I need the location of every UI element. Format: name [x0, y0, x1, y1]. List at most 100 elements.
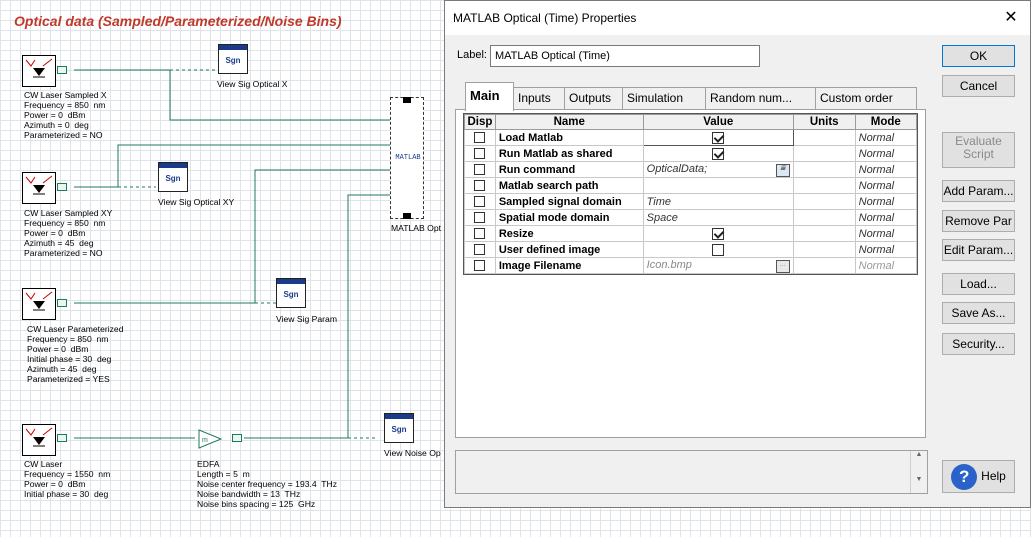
table-row[interactable]: Resize Normal	[464, 225, 918, 242]
cancel-button[interactable]: Cancel	[942, 75, 1015, 97]
param-mode[interactable]: Normal	[854, 193, 918, 210]
save-as-button[interactable]: Save As...	[942, 302, 1015, 324]
scroll-down-icon[interactable]: ▼	[915, 476, 923, 483]
table-row[interactable]: Matlab search path Normal	[464, 177, 918, 194]
disp-checkbox[interactable]	[474, 260, 486, 272]
ok-button[interactable]: OK	[942, 45, 1015, 67]
tab-outputs[interactable]: Outputs	[564, 87, 623, 109]
block-handle[interactable]	[403, 213, 411, 219]
visualizer-optical-xy[interactable]: Sgn	[158, 162, 188, 192]
param-units	[792, 145, 856, 162]
disp-checkbox[interactable]	[474, 212, 486, 224]
disp-checkbox[interactable]	[474, 196, 486, 208]
laser-icon	[25, 427, 53, 447]
help-button[interactable]: ?Help	[942, 460, 1015, 493]
laser-icon	[25, 291, 53, 311]
param-name: Run command	[494, 161, 644, 178]
table-row[interactable]: Image Filename Icon.bmp... Normal	[464, 257, 918, 274]
parameter-table: Disp Name Value Units Mode Load Matlab N…	[464, 114, 918, 274]
block-handle[interactable]	[403, 97, 411, 103]
tab-main[interactable]: Main	[465, 82, 514, 111]
matlab-component-block[interactable]: MATLAB	[390, 97, 424, 219]
load-button[interactable]: Load...	[942, 273, 1015, 295]
disp-checkbox[interactable]	[474, 244, 486, 256]
param-name: Load Matlab	[494, 129, 644, 146]
disp-checkbox[interactable]	[474, 180, 486, 192]
laser-sampled-x[interactable]	[22, 55, 56, 87]
description-box: ▲ ▼	[455, 450, 928, 494]
add-param-button[interactable]: Add Param...	[942, 180, 1015, 202]
param-mode[interactable]: Normal	[854, 209, 918, 226]
value-checkbox-checked[interactable]	[712, 131, 725, 144]
visualizer-optical-x[interactable]: Sgn	[218, 44, 248, 74]
parameter-grid[interactable]: Disp Name Value Units Mode Load Matlab N…	[463, 113, 918, 275]
param-value-cell[interactable]	[642, 177, 794, 194]
param-value-cell[interactable]	[642, 129, 794, 146]
laser-sampled-xy[interactable]	[22, 172, 56, 204]
laser-parameterized[interactable]	[22, 288, 56, 320]
table-row[interactable]: Load Matlab Normal	[464, 129, 918, 146]
table-row[interactable]: Run Matlab as shared Normal	[464, 145, 918, 162]
tab-simulation[interactable]: Simulation	[622, 87, 706, 109]
output-port[interactable]	[232, 434, 242, 442]
tab-inputs[interactable]: Inputs	[513, 87, 565, 109]
laser-cw-label: CW Laser Frequency = 1550 nm Power = 0 d…	[24, 459, 111, 499]
close-icon[interactable]: ✕	[1004, 9, 1018, 26]
edit-list-icon[interactable]: ≣	[775, 163, 790, 177]
browse-button[interactable]: ...	[775, 259, 790, 273]
param-value-cell[interactable]: Time	[642, 193, 794, 210]
value-checkbox-checked[interactable]	[712, 227, 725, 240]
tab-random-num[interactable]: Random num...	[705, 87, 816, 109]
disp-checkbox[interactable]	[474, 148, 486, 160]
table-row[interactable]: Spatial mode domain Space Normal	[464, 209, 918, 226]
param-value-cell[interactable]	[642, 225, 794, 242]
param-value-cell[interactable]: OpticalData;≣	[642, 161, 794, 178]
param-value-cell[interactable]	[642, 241, 794, 258]
remove-param-button[interactable]: Remove Par	[942, 210, 1015, 232]
param-mode[interactable]: Normal	[854, 225, 918, 242]
param-mode[interactable]: Normal	[854, 161, 918, 178]
column-header-mode[interactable]: Mode	[854, 114, 918, 130]
param-name: User defined image	[494, 241, 644, 258]
param-mode[interactable]: Normal	[854, 177, 918, 194]
param-mode[interactable]: Normal	[854, 241, 918, 258]
value-checkbox-checked[interactable]	[712, 147, 725, 160]
laser-sampled-xy-label: CW Laser Sampled XY Frequency = 850 nm P…	[24, 208, 113, 258]
visualizer-param-label: View Sig Param	[276, 314, 337, 324]
laser-cw[interactable]	[22, 424, 56, 456]
dialog-titlebar[interactable]: MATLAB Optical (Time) Properties ✕	[445, 1, 1030, 35]
tab-custom-order[interactable]: Custom order	[815, 87, 917, 109]
column-header-name[interactable]: Name	[494, 114, 644, 130]
disp-checkbox[interactable]	[474, 132, 486, 144]
output-port[interactable]	[57, 299, 67, 307]
edit-param-button[interactable]: Edit Param...	[942, 239, 1015, 261]
column-header-disp[interactable]: Disp	[464, 114, 496, 130]
scrollbar[interactable]: ▲ ▼	[910, 451, 927, 493]
visualizer-param[interactable]: Sgn	[276, 278, 306, 308]
param-name: Run Matlab as shared	[494, 145, 644, 162]
param-value-text: Icon.bmp	[646, 258, 692, 271]
param-value-cell[interactable]	[642, 145, 794, 162]
column-header-units[interactable]: Units	[792, 114, 856, 130]
output-port[interactable]	[57, 183, 67, 191]
label-input[interactable]	[490, 45, 760, 67]
output-port[interactable]	[57, 434, 67, 442]
param-mode[interactable]: Normal	[854, 129, 918, 146]
security-button[interactable]: Security...	[942, 333, 1015, 355]
table-row[interactable]: Run command OpticalData;≣ Normal	[464, 161, 918, 178]
table-row[interactable]: User defined image Normal	[464, 241, 918, 258]
param-mode[interactable]: Normal	[854, 145, 918, 162]
disp-checkbox[interactable]	[474, 228, 486, 240]
visualizer-noise[interactable]: Sgn	[384, 413, 414, 443]
param-name: Image Filename	[494, 257, 644, 274]
output-port[interactable]	[57, 66, 67, 74]
column-header-value[interactable]: Value	[642, 114, 794, 130]
param-value-cell[interactable]: Icon.bmp...	[642, 257, 794, 274]
tab-panel-main: Disp Name Value Units Mode Load Matlab N…	[455, 109, 926, 438]
scroll-up-icon[interactable]: ▲	[915, 451, 923, 458]
value-checkbox-unchecked[interactable]	[712, 243, 725, 256]
disp-checkbox[interactable]	[474, 164, 486, 176]
edfa-amplifier-icon[interactable]: m	[196, 428, 246, 450]
param-value-cell[interactable]: Space	[642, 209, 794, 226]
table-row[interactable]: Sampled signal domain Time Normal	[464, 193, 918, 210]
